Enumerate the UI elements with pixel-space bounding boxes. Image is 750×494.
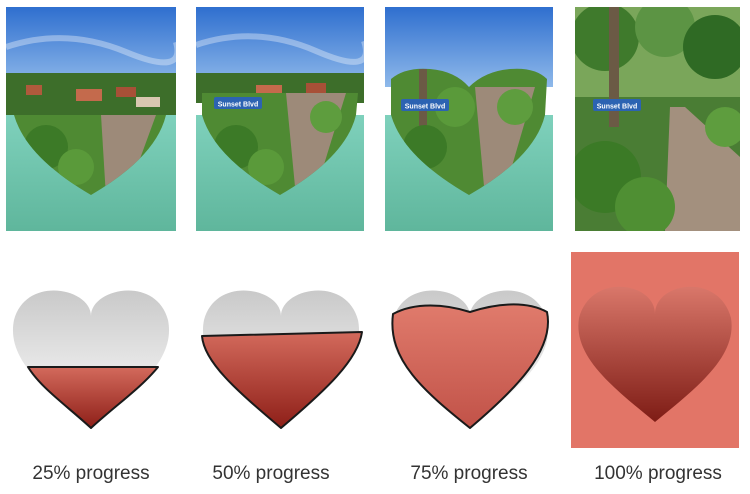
heart-100-svg (578, 286, 732, 422)
beach-to-trail-photo-25 (6, 7, 176, 231)
heart-filled-portion (391, 303, 550, 429)
heart-75-svg (391, 290, 550, 429)
photo-frame-25 (6, 7, 176, 231)
heart-progress-25 (6, 280, 176, 440)
heart-full-shape (578, 286, 732, 422)
beach-to-trail-photo-50: Sunset Blvd (196, 7, 364, 231)
heart-25-svg (12, 290, 170, 429)
street-sign-label-50: Sunset Blvd (218, 102, 258, 109)
forest-trail-photo: Sunset Blvd (575, 7, 740, 231)
progress-caption-50: 50% progress (212, 463, 330, 484)
heart-filled-portion (27, 366, 159, 429)
street-sign-50 (214, 97, 262, 109)
photo-frame-75: Sunset Blvd (385, 7, 553, 231)
progress-caption-25: 25% progress (32, 463, 150, 484)
street-sign-75 (401, 99, 449, 111)
progress-caption-75: 75% progress (410, 463, 528, 484)
street-sign-label-100: Sunset Blvd (597, 104, 637, 111)
heart-progress-50 (196, 280, 366, 440)
beach-to-trail-photo-75: Sunset Blvd (385, 7, 553, 231)
photo-frame-100: Sunset Blvd (575, 7, 740, 231)
heart-filled-portion (201, 331, 363, 429)
street-sign-100 (593, 99, 641, 111)
heart-50-svg (201, 290, 363, 429)
street-sign-label-75: Sunset Blvd (405, 104, 445, 111)
photo-frame-50: Sunset Blvd (196, 7, 364, 231)
heart-progress-100-card (571, 252, 739, 448)
heart-progress-75 (385, 280, 555, 440)
progress-caption-100: 100% progress (594, 463, 722, 484)
